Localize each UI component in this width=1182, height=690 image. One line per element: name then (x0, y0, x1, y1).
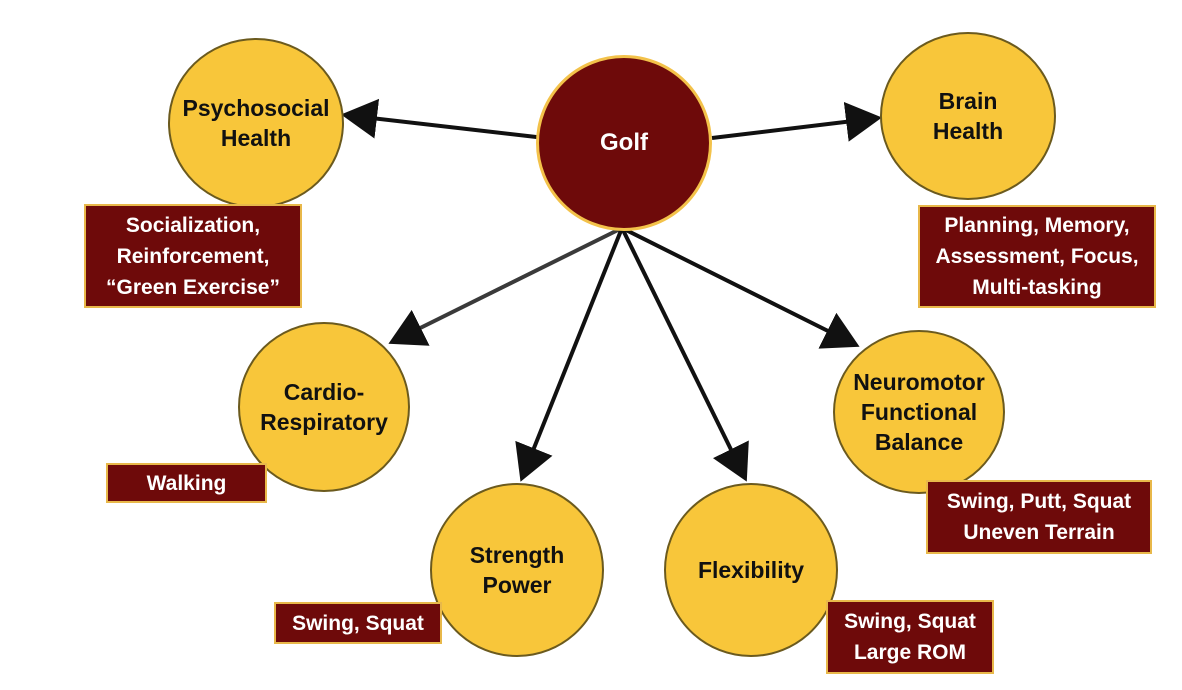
activity-neuromotor-line-1: Swing, Putt, Squat (946, 490, 1132, 513)
activity-brain-line-1: Planning, Memory, (944, 214, 1130, 237)
arrow-to-flexibility (620, 227, 749, 482)
arrow-to-neuromotor (621, 226, 860, 349)
node-strength-power: Strength Power (430, 483, 604, 657)
arrow-to-brain (711, 101, 882, 142)
arrow-to-cardio (388, 226, 623, 346)
node-brain-line-1: Brain (938, 88, 998, 114)
node-neuromotor-line-1: Neuromotor (853, 369, 985, 395)
node-strength-line-2: Power (482, 572, 552, 598)
arrow-to-strength (515, 227, 624, 482)
node-psychosocial-line-1: Psychosocial (182, 95, 330, 121)
activity-strength-line-1: Swing, Squat (292, 611, 424, 635)
activity-psychosocial-line-2: Reinforcement, (116, 244, 270, 268)
activity-brain-line-2: Assessment, Focus, (935, 245, 1139, 268)
node-brain-line-2: Health (932, 118, 1004, 144)
node-golf-hub: Golf (536, 55, 712, 231)
node-golf-label: Golf (600, 129, 648, 156)
activity-box-strength: Swing, Squat (274, 602, 442, 644)
activity-brain-line-3: Multi-tasking (972, 276, 1102, 299)
activity-box-flexibility: Swing, Squat Large ROM (826, 600, 994, 674)
activity-box-brain: Planning, Memory, Assessment, Focus, Mul… (918, 205, 1156, 308)
node-cardio-line-1: Cardio- (283, 379, 365, 405)
node-psychosocial-health: Psychosocial Health (168, 38, 344, 208)
activity-neuromotor-line-2: Uneven Terrain (963, 521, 1115, 544)
node-psychosocial-line-2: Health (220, 125, 292, 151)
node-flexibility: Flexibility (664, 483, 838, 657)
activity-flexibility-line-1: Swing, Squat (844, 610, 976, 633)
activity-box-cardio: Walking (106, 463, 267, 503)
node-neuromotor-line-3: Balance (874, 429, 964, 455)
node-cardio-line-2: Respiratory (260, 409, 388, 435)
node-strength-line-1: Strength (469, 542, 565, 568)
node-cardio-respiratory: Cardio- Respiratory (238, 322, 410, 492)
activity-psychosocial-line-3: “Green Exercise” (106, 275, 280, 299)
node-neuromotor: Neuromotor Functional Balance (833, 330, 1005, 494)
activity-cardio-line-1: Walking (146, 471, 227, 495)
arrow-to-psychosocial (341, 98, 546, 140)
activity-flexibility-line-2: Large ROM (853, 641, 966, 664)
activity-psychosocial-line-1: Socialization, (125, 213, 261, 237)
activity-box-psychosocial: Socialization, Reinforcement, “Green Exe… (84, 204, 302, 308)
activity-box-neuromotor: Swing, Putt, Squat Uneven Terrain (926, 480, 1152, 554)
node-flexibility-line-1: Flexibility (697, 557, 805, 583)
node-brain-health: Brain Health (880, 32, 1056, 200)
node-neuromotor-line-2: Functional (860, 399, 978, 425)
